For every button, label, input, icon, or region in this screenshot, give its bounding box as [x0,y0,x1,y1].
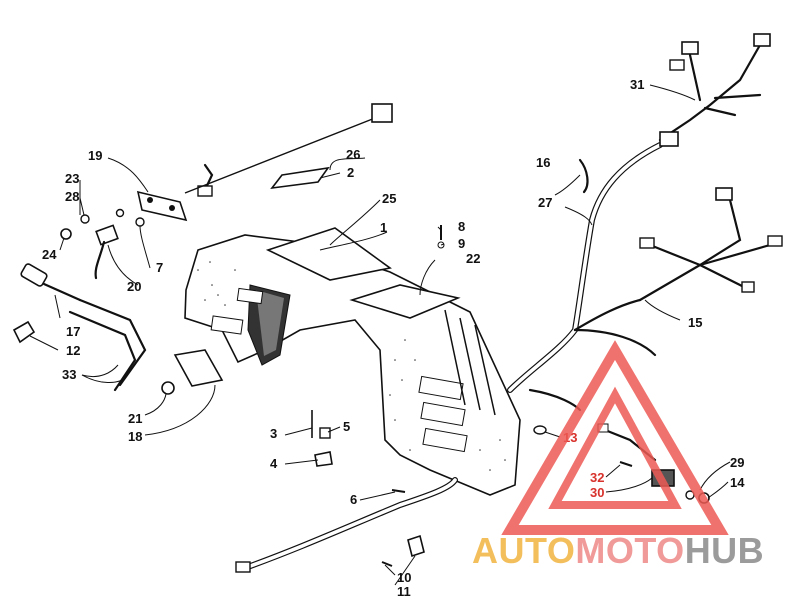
clip-3-5 [311,410,333,467]
callout-16: 16 [536,155,550,170]
callout-28: 28 [65,189,79,204]
callout-27: 27 [538,195,552,210]
callout-32: 32 [590,470,604,485]
grommet-21 [161,381,175,395]
harness-15 [638,187,783,302]
callout-18: 18 [128,429,142,444]
leader-lines [29,84,731,586]
clip-16 [578,158,589,194]
callout-21: 21 [128,411,142,426]
watermark-logo: AUTOMOTOHUB [472,340,764,571]
decal-2 [270,166,330,190]
callout-10: 10 [397,570,411,585]
callout-24: 24 [42,247,57,262]
grommet-13 [533,425,547,435]
callout-7: 7 [156,260,163,275]
callout-22: 22 [466,251,480,266]
key-12 [12,320,36,344]
clamp-10 [381,534,425,567]
watermark-text: AUTOMOTOHUB [472,530,764,571]
ignition-key-17 [20,263,82,302]
callout-26: 26 [346,147,360,162]
callout-5: 5 [343,419,350,434]
watermark-triangle-inner [548,386,682,509]
plug-switch-19 [197,163,214,197]
watermark-triangle-outer [501,340,729,535]
watermark-auto: AUTO [472,530,575,571]
callout-labels: 1 2 3 4 5 6 7 8 9 10 11 12 13 14 15 16 1… [42,77,745,599]
washer-28 [80,214,90,224]
switch-bracket [136,190,188,222]
plate-18 [173,349,224,387]
callout-1: 1 [380,220,387,235]
callout-11: 11 [397,584,411,599]
washer-small [115,208,125,218]
callout-31: 31 [630,77,644,92]
callout-3: 3 [270,426,277,441]
screw-32 [619,461,633,467]
nut-23 [60,228,72,240]
callout-29: 29 [730,455,744,470]
watermark-hub: HUB [685,530,765,571]
callout-14: 14 [730,475,745,490]
lock-washer-7 [135,217,145,227]
callout-25: 25 [382,191,396,206]
callout-2: 2 [347,165,354,180]
callout-19: 19 [88,148,102,163]
console-housing [184,227,521,496]
cable-33 [68,298,147,392]
ground-cable-11 [235,477,458,573]
callout-6: 6 [350,492,357,507]
callout-4: 4 [270,456,278,471]
callout-15: 15 [688,315,702,330]
callout-20: 20 [127,279,141,294]
wiring-harness-27 [507,142,663,412]
callout-30: 30 [590,485,604,500]
callout-8: 8 [458,219,465,234]
callout-33: 33 [62,367,76,382]
callout-23: 23 [65,171,79,186]
watermark-moto: MOTO [575,530,684,571]
wire-26 [184,103,393,194]
toggle-switch [94,224,119,280]
bolt-6 [391,489,406,493]
harness-31 [658,33,771,147]
callout-17: 17 [66,324,80,339]
callout-12: 12 [66,343,80,358]
callout-9: 9 [458,236,465,251]
